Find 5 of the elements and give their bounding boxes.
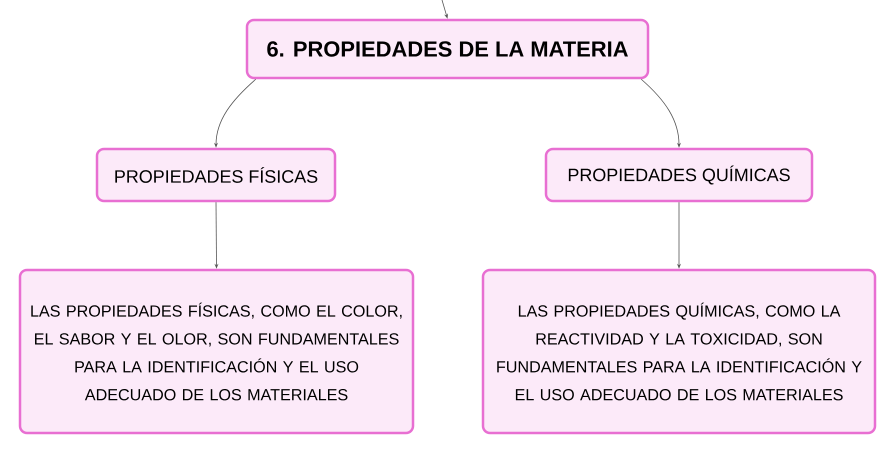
description-box: LAS PROPIEDADES FÍSICAS, COMO EL COLOR, EL SABOR Y EL OLOR, SON FUNDAMENTALES PARA LA IDENTIFICACIÓN Y EL USO ADECUADO DE LOS MATERIALES <box>18 268 414 434</box>
topic-box: PROPIEDADES FÍSICAS <box>96 148 336 202</box>
title-box: 6. PROPIEDADES DE LA MATERIA <box>246 18 650 80</box>
topic-box: PROPIEDADES QUÍMICAS <box>544 148 814 202</box>
description-box: LAS PROPIEDADES QUÍMICAS, COMO LA REACTIVIDAD Y LA TOXICIDAD, SON FUNDAMENTALES PARA LA IDENTIFICACIÓN Y EL USO ADECUADO DE LOS MATERIALES <box>482 268 876 434</box>
